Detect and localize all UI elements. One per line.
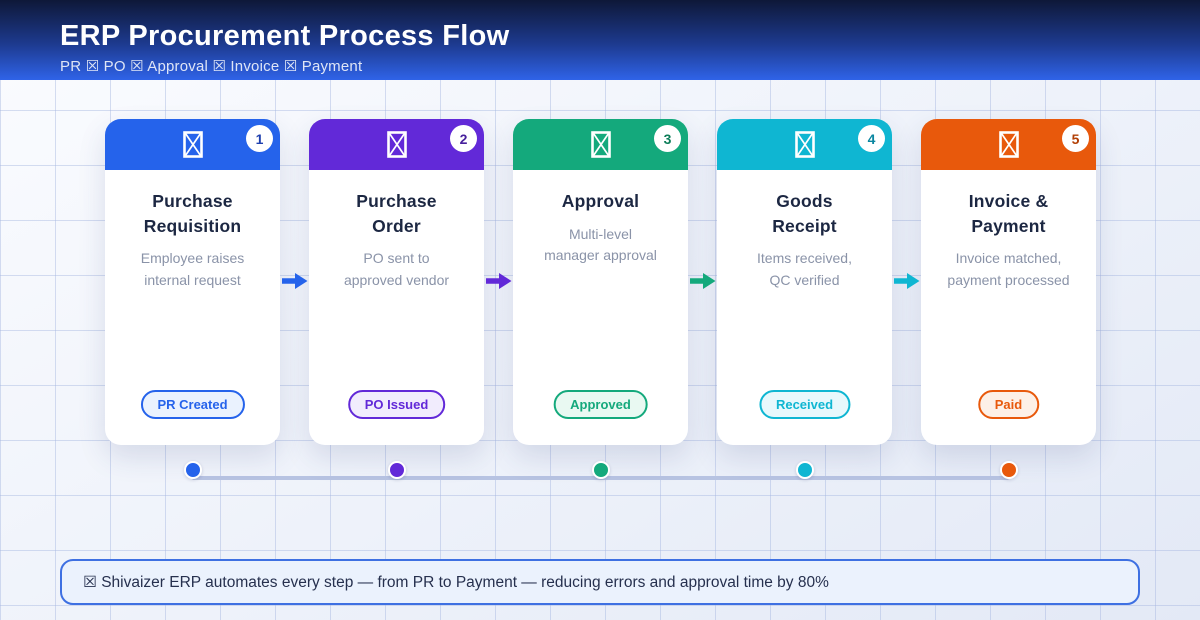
step-description: Multi-level manager approval	[544, 225, 657, 264]
step-description: Items received, QC verified	[757, 250, 852, 288]
timeline-dot	[592, 461, 610, 479]
status-badge: Approved	[553, 390, 648, 419]
step-title: Purchase Order	[356, 191, 437, 236]
arrow-right-icon	[486, 272, 512, 290]
step-card-purchase-order: 2 Purchase Order PO sent to approved ven…	[309, 119, 484, 445]
status-badge: Received	[758, 390, 851, 419]
step-description: Invoice matched, payment processed	[947, 250, 1070, 288]
step-number-badge: 1	[246, 125, 273, 152]
step-title: Approval	[561, 191, 640, 211]
step-number-badge: 2	[450, 125, 477, 152]
arrow-right-icon	[690, 272, 716, 290]
missing-glyph-icon	[386, 131, 407, 158]
timeline-dot	[184, 461, 202, 479]
timeline-dot	[796, 461, 814, 479]
step-title: Purchase Requisition	[143, 191, 242, 236]
status-badge: PR Created	[140, 390, 245, 419]
step-card-header: 4	[717, 119, 892, 170]
step-card-goods-receipt: 4 Goods Receipt Items received, QC verif…	[717, 119, 892, 445]
arrow-right-icon	[894, 272, 920, 290]
missing-glyph-icon	[182, 131, 203, 158]
step-description: PO sent to approved vendor	[343, 250, 450, 288]
step-number-badge: 4	[858, 125, 885, 152]
missing-glyph-icon	[998, 131, 1019, 158]
arrow-right-icon	[282, 272, 308, 290]
summary-note: ☒ Shivaizer ERP automates every step — f…	[60, 559, 1140, 605]
step-number-badge: 5	[1062, 125, 1089, 152]
step-card-header: 1	[105, 119, 280, 170]
step-title: Invoice & Payment	[968, 191, 1049, 236]
step-card-purchase-requisition: 1 Purchase Requisition Employee raises i…	[105, 119, 280, 445]
timeline-dot	[388, 461, 406, 479]
page-title: ERP Procurement Process Flow	[60, 20, 510, 52]
step-title: Goods Receipt	[772, 191, 837, 236]
header-banner: ERP Procurement Process Flow PR ☒ PO ☒ A…	[0, 0, 1200, 80]
step-description: Employee raises internal request	[140, 250, 245, 288]
missing-glyph-icon	[794, 131, 815, 158]
status-badge: Paid	[977, 390, 1040, 419]
step-card-header: 5	[921, 119, 1096, 170]
page-subtitle: PR ☒ PO ☒ Approval ☒ Invoice ☒ Payment	[60, 58, 363, 75]
status-badge: PO Issued	[347, 390, 446, 419]
summary-note-text: ☒ Shivaizer ERP automates every step — f…	[83, 573, 829, 591]
step-card-approval: 3 Approval Multi-level manager approval …	[513, 119, 688, 445]
missing-glyph-icon	[590, 131, 611, 158]
step-card-header: 3	[513, 119, 688, 170]
step-number-badge: 3	[654, 125, 681, 152]
step-card-header: 2	[309, 119, 484, 170]
step-card-invoice-payment: 5 Invoice & Payment Invoice matched, pay…	[921, 119, 1096, 445]
timeline-dot	[1000, 461, 1018, 479]
